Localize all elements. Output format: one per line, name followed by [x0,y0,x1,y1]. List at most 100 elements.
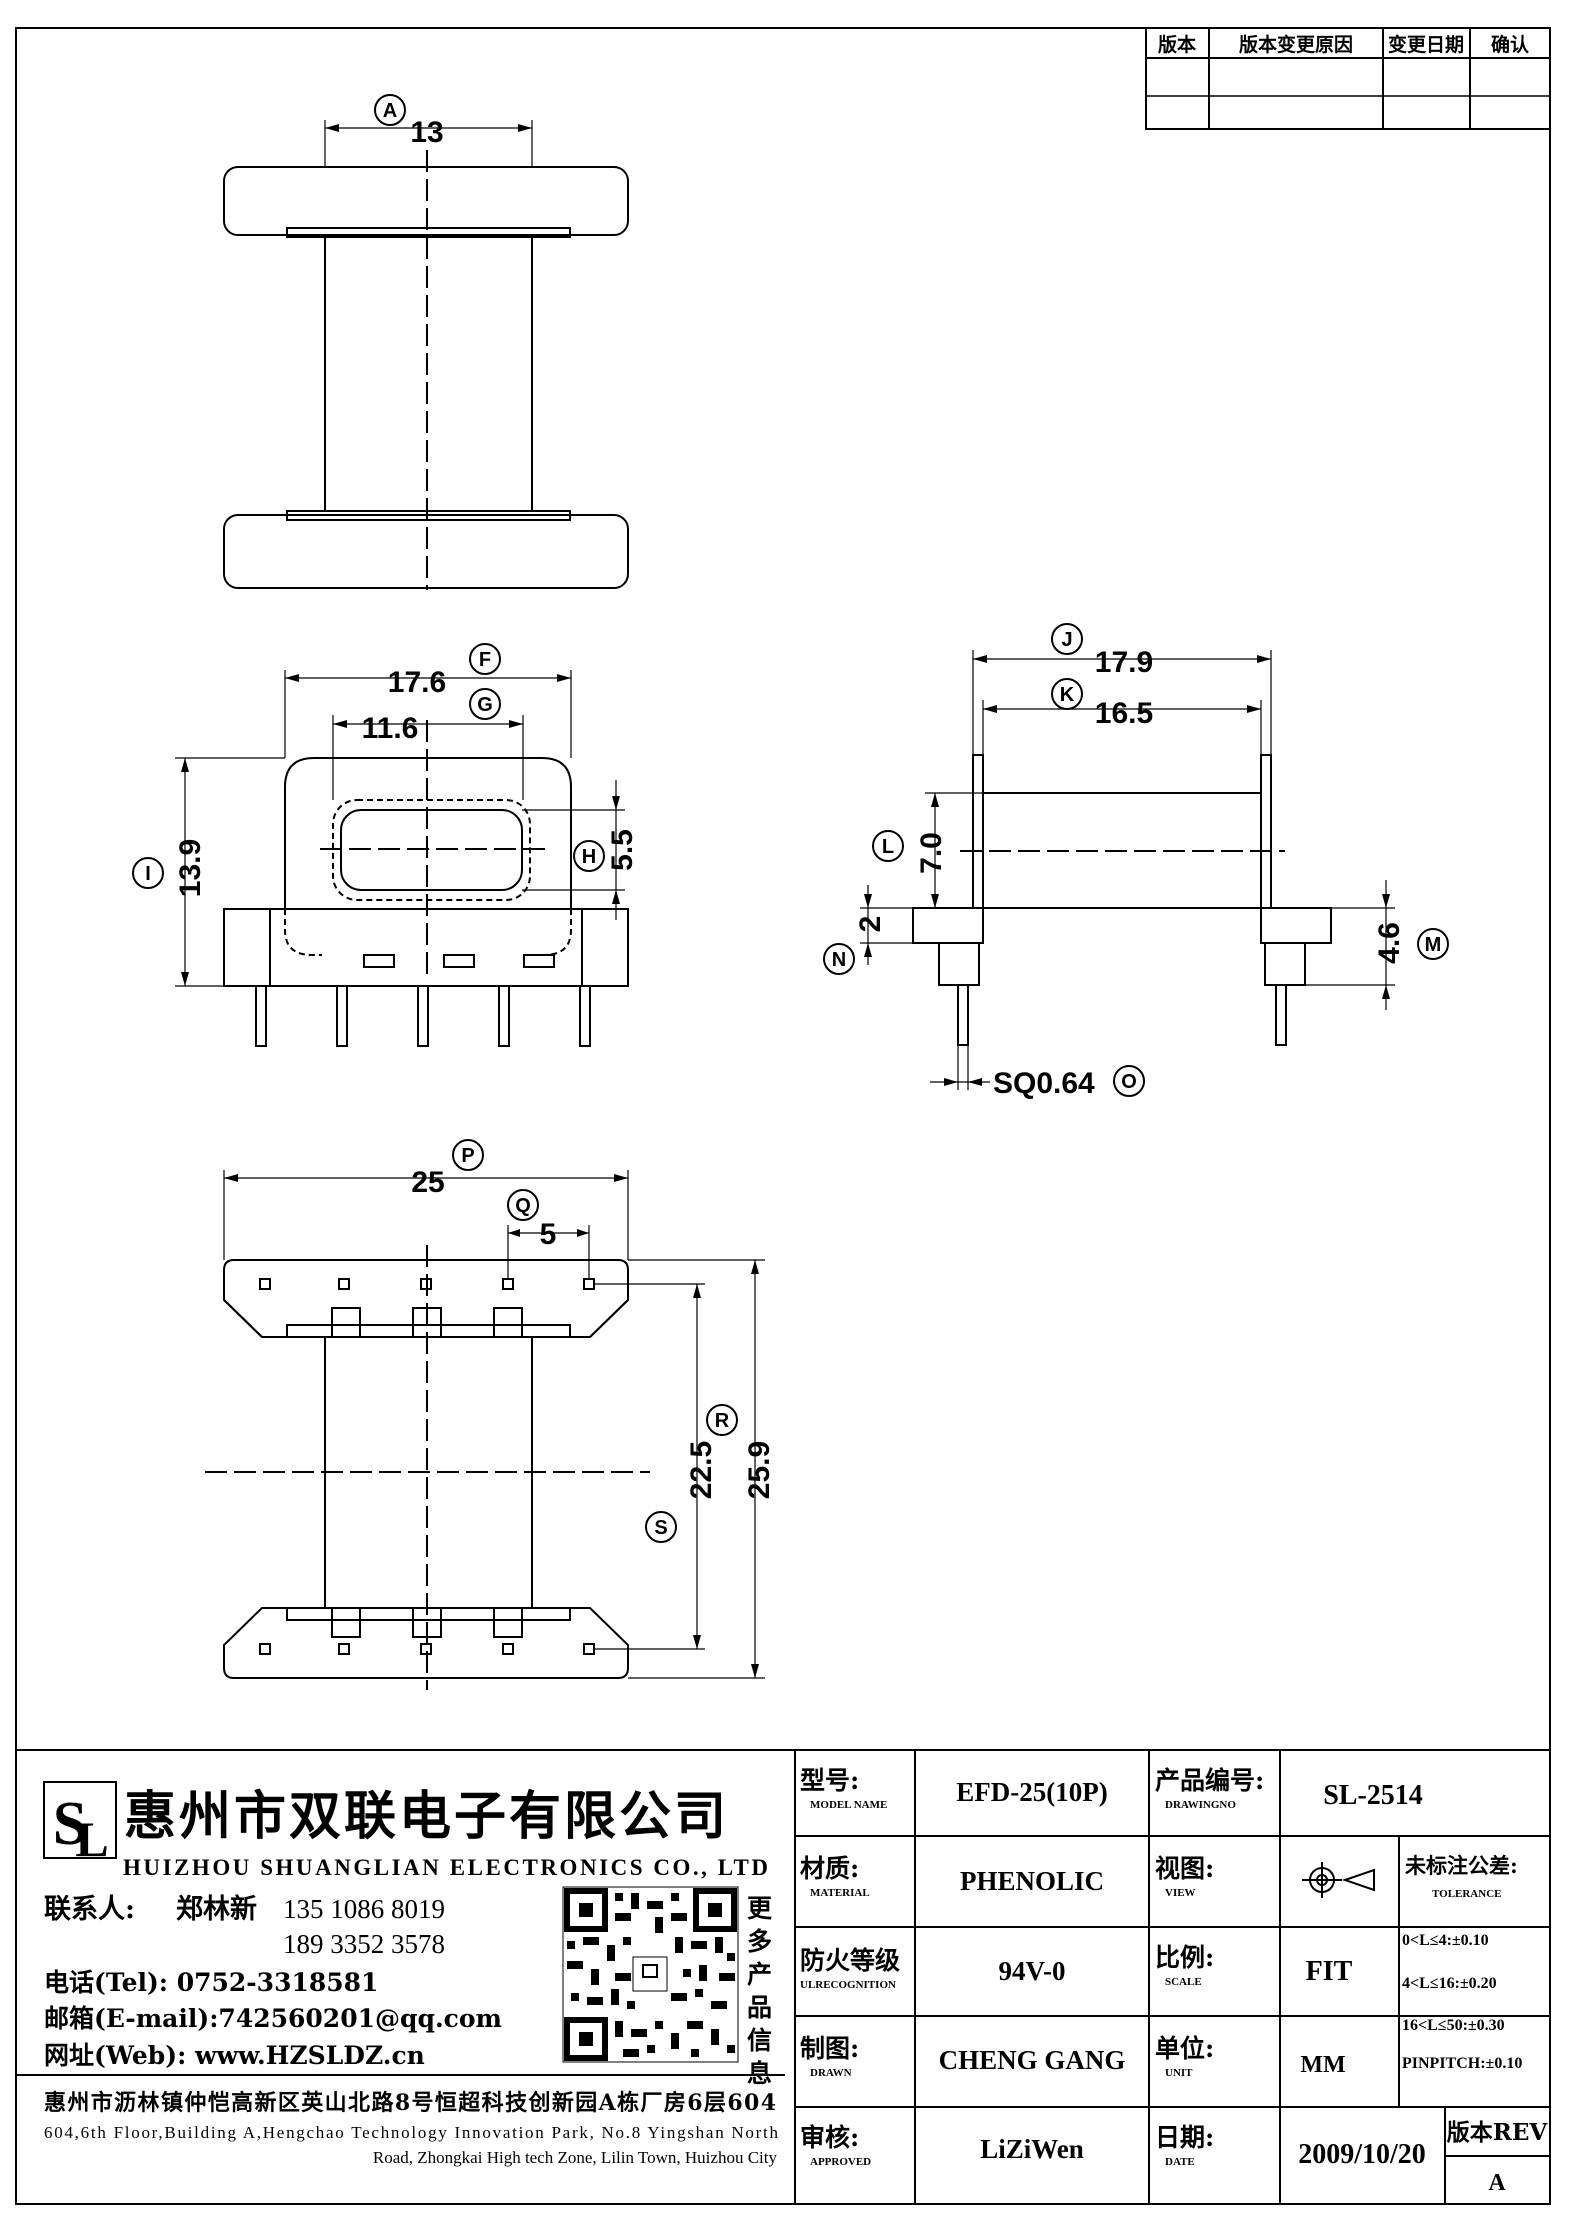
balloon-n-letter: N [832,949,846,971]
unit-label: 单位: [1155,2034,1214,2063]
balloon-p [452,1139,484,1171]
fire-label: 防火等级 [800,1946,900,1975]
rev-col-reason: 版本变更原因 [1239,33,1353,56]
dim-o-value: SQ0.64 [993,1067,1095,1100]
drawn-sub: DRAWN [810,2067,852,2079]
contact-phone-1: 135 1086 8019 [283,1894,445,1924]
dim-r-value: 25.9 [743,1441,776,1499]
drawing-border [15,27,1551,2205]
balloon-r-letter: R [715,1410,730,1432]
approved-label: 审核: [800,2123,859,2152]
balloon-f-letter: F [479,649,491,671]
drawno-value: SL-2514 [1323,1780,1423,1811]
projection-symbol-icon [1302,1862,1375,1898]
approved-sub: APPROVED [810,2156,871,2168]
scale-sub: SCALE [1165,1976,1202,1988]
balloon-q-letter: Q [515,1195,531,1217]
drawn-value: CHENG GANG [939,2045,1126,2075]
dim-k-value: 16.5 [1095,697,1153,730]
material-label: 材质: [800,1854,859,1883]
balloon-k [1051,678,1083,710]
fire-value: 94V-0 [999,1956,1066,1986]
company-address-cn: 惠州市沥林镇仲恺高新区英山北路8号恒超科技创新园A栋厂房6层604 [44,2090,776,2116]
unit-value: MM [1300,2052,1345,2078]
material-sub: MATERIAL [810,1887,870,1899]
company-web: 网址(Web): www.HZSLDZ.cn [44,2041,425,2070]
balloon-l-letter: L [882,836,894,858]
drawno-sub: DRAWINGNO [1165,1799,1236,1811]
front-view [175,670,629,1047]
balloon-j-letter: J [1061,629,1072,651]
drawn-label: 制图: [800,2034,859,2063]
fire-sub: ULRECOGNITION [800,1979,896,1991]
material-value: PHENOLIC [960,1866,1104,1896]
balloon-a-letter: A [383,100,397,122]
balloon-i [132,857,164,889]
balloon-q [507,1189,539,1221]
balloon-k-letter: K [1060,684,1075,706]
balloon-s-letter: S [654,1517,667,1539]
dim-j-value: 17.9 [1095,646,1153,679]
balloon-j [1051,623,1083,655]
dim-i-value: 13.9 [174,839,207,897]
balloon-h-letter: H [582,846,596,868]
balloon-n [823,943,855,975]
company-name-cn: 惠州市双联电子有限公司 [124,1786,729,1847]
company-address-en-1: 604,6th Floor,Building A,Hengchao Techno… [44,2123,778,2142]
balloon-l [872,830,904,862]
rev-col-confirm: 确认 [1491,33,1529,56]
balloon-p-letter: P [461,1145,474,1167]
tolerance-1: 0<L≤4:±0.10 [1402,1932,1489,1949]
dim-m-value: 4.6 [1373,922,1406,964]
company-email: 邮箱(E-mail):742560201@qq.com [44,2004,502,2033]
tolerance-4: PINPITCH:±0.10 [1402,2055,1522,2072]
bottom-view [205,1170,765,1690]
dim-h-value: 5.5 [606,829,639,871]
company-tel: 电话(Tel): 0752-3318581 [44,1968,378,1997]
company-name-en: HUIZHOU SHUANGLIAN ELECTRONICS CO., LTD [123,1855,768,1880]
contact-name: 郑林新 [176,1893,257,1925]
svg-text:L: L [75,1811,108,1867]
dim-p-value: 25 [411,1166,444,1199]
dim-s-value: 22.5 [685,1441,718,1499]
dim-n-value: 2 [854,916,887,933]
rev-col-date: 变更日期 [1388,33,1464,56]
date-sub: DATE [1165,2156,1195,2168]
balloon-m [1417,928,1449,960]
dim-g-value: 11.6 [362,712,419,745]
drawno-label: 产品编号: [1155,1766,1264,1795]
balloon-a [374,94,406,126]
side-view [860,650,1395,1090]
date-value: 2009/10/20 [1298,2139,1426,2170]
view-sub: VIEW [1165,1887,1196,1899]
company-address-en-2: Road, Zhongkai High tech Zone, Lilin Tow… [373,2148,778,2167]
balloon-r [706,1404,738,1436]
balloon-f [469,643,501,675]
rev-label: 版本REV [1447,2119,1549,2146]
dim-l-value: 7.0 [915,832,948,874]
scale-label: 比例: [1155,1943,1214,1972]
unit-sub: UNIT [1165,2067,1193,2079]
rev-value: A [1488,2170,1506,2196]
balloon-s [645,1511,677,1543]
balloon-i-letter: I [145,863,151,885]
qr-code [562,1886,739,2063]
svg-text:S: S [53,1790,87,1858]
title-block-grid [794,1749,1551,2205]
scale-value: FIT [1306,1956,1353,1987]
model-value: EFD-25(10P) [956,1777,1107,1807]
revision-table: 版本 版本变更原因 变更日期 确认 [1145,27,1551,130]
qr-caption: 更多产品信息 [744,1895,773,2093]
view-label: 视图: [1155,1854,1214,1883]
rev-col-version: 版本 [1158,33,1196,56]
top-view [223,120,629,590]
contact-phone-2: 189 3352 3578 [283,1929,445,1959]
tolerance-2: 4<L≤16:±0.20 [1402,1975,1497,1992]
dim-q-value: 5 [540,1218,557,1251]
balloon-o [1113,1065,1145,1097]
approved-value: LiZiWen [980,2134,1084,2164]
tolerance-label: 未标注公差: [1405,1853,1518,1878]
model-label: 型号: [800,1766,859,1795]
date-label: 日期: [1155,2123,1214,2152]
